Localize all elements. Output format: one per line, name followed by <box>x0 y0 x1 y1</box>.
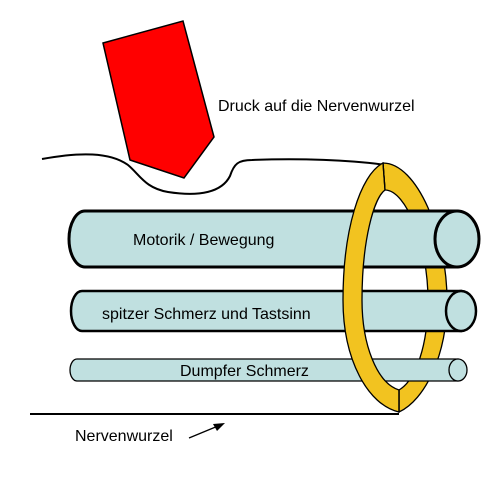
pressure-label: Druck auf die Nervenwurzel <box>218 98 415 115</box>
dull-pain-fiber-end <box>448 358 468 382</box>
pressure-block <box>102 20 215 179</box>
motor-fiber-end <box>433 209 481 269</box>
sharp-pain-fiber-end <box>444 289 478 333</box>
nerve-root-label: Nervenwurzel <box>75 428 173 445</box>
nerve-root-pointer-line <box>188 425 219 439</box>
tissue-line <box>41 153 387 195</box>
dull-pain-fiber-label: Dumpfer Schmerz <box>180 363 309 380</box>
nerve-root-pointer-arrowhead <box>213 423 225 431</box>
ring-divider-top <box>382 162 386 191</box>
motor-fiber-label: Motorik / Bewegung <box>133 232 274 249</box>
sharp-pain-fiber-label: spitzer Schmerz und Tastsinn <box>102 306 311 323</box>
